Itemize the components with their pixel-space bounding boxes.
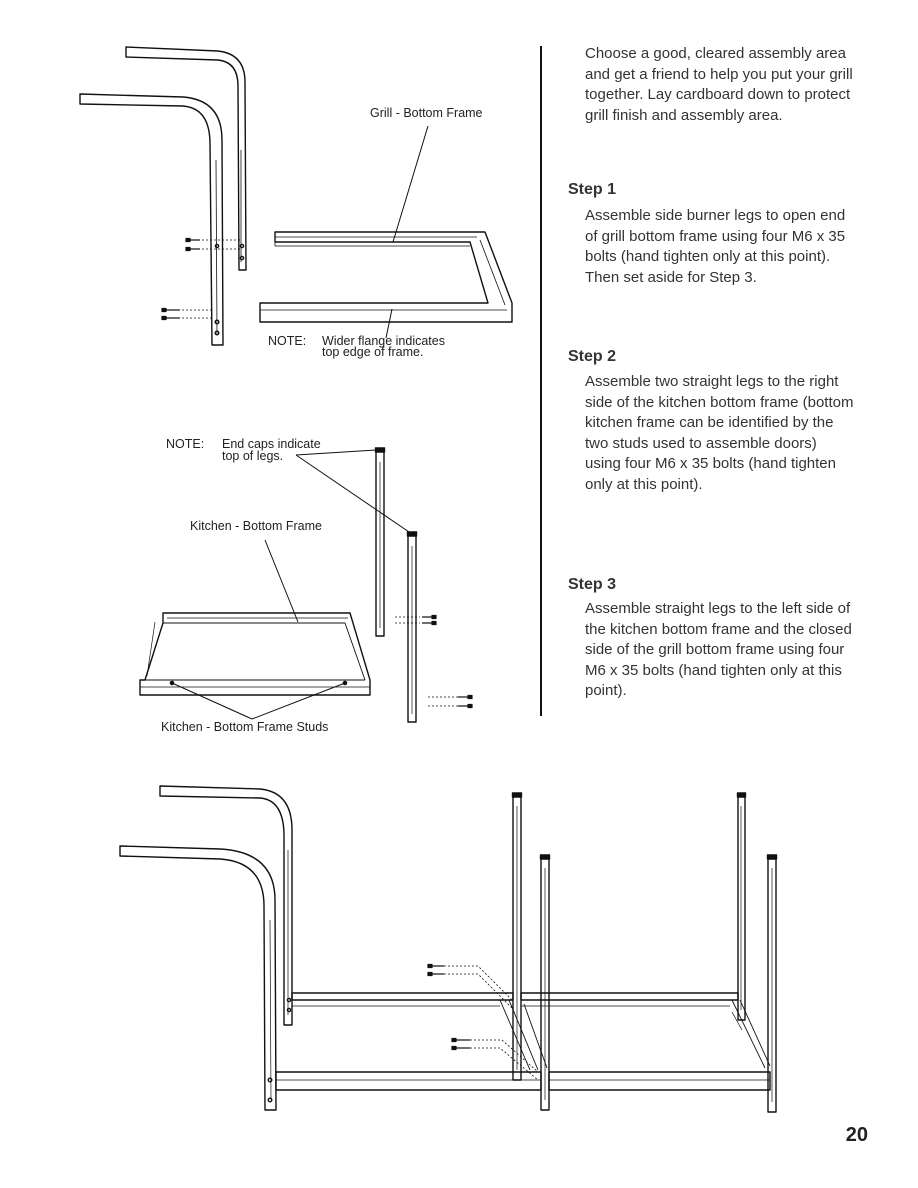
step-1-heading: Step 1 (568, 181, 617, 198)
step-3-heading: Step 3 (568, 576, 617, 593)
step-2-heading: Step 2 (568, 348, 617, 365)
note-prefix: NOTE: (166, 437, 205, 451)
step-1-text: Assemble side burner legs to open end of… (585, 207, 846, 286)
kitchen-legs-figure (139, 447, 473, 723)
kitchen-bottom-frame-label: Kitchen - Bottom Frame (190, 519, 322, 533)
page-number: 20 (845, 1124, 868, 1146)
kitchen-frame-studs-label: Kitchen - Bottom Frame Studs (161, 720, 329, 734)
intro-paragraph: Choose a good, cleared assembly area and… (585, 45, 853, 124)
flange-note-line: top edge of frame. (322, 345, 424, 359)
grill-bottom-frame-label: Grill - Bottom Frame (370, 106, 483, 120)
end-caps-note-line: End caps indicate (222, 437, 321, 451)
step-3-text: Assemble straight legs to the left side … (585, 600, 852, 699)
end-caps-note-line: top of legs. (222, 449, 284, 463)
note-prefix: NOTE: (268, 334, 307, 348)
side-burner-legs-figure (79, 46, 513, 346)
column-divider (540, 46, 542, 716)
step-2-text: Assemble two straight legs to the right … (585, 373, 854, 493)
full-assembly-figure (119, 785, 778, 1113)
flange-note-line: Wider flange indicates (322, 334, 445, 348)
